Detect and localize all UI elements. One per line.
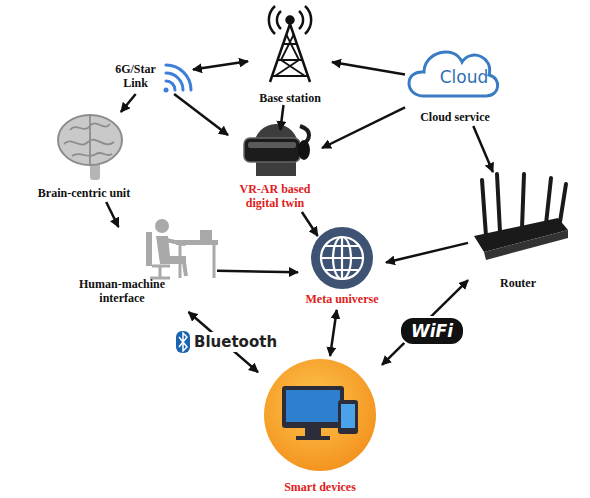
edge-label: WiFi (399, 316, 465, 346)
cloud-shape (409, 52, 498, 96)
desk-top (176, 240, 218, 245)
bluetooth-rune (179, 333, 187, 351)
chair-back (146, 232, 152, 266)
phone-frame (338, 400, 358, 434)
wireless-arc (166, 65, 191, 90)
wireless-arc (166, 81, 175, 90)
tower-legs (270, 24, 310, 82)
arrow-connector (382, 280, 468, 365)
antenna (522, 174, 524, 228)
signal-waves (269, 6, 311, 34)
brain-body (58, 115, 122, 165)
vr-headset-icon (244, 124, 310, 176)
wireless-arc (166, 73, 183, 90)
tower-top (287, 17, 294, 24)
icon-node: Router (468, 172, 568, 290)
desk-monitor (200, 230, 212, 240)
tower-icon (269, 6, 311, 82)
devices-icon (264, 359, 376, 471)
antenna (546, 178, 551, 224)
edge-label: Bluetooth (192, 332, 279, 352)
globe-latitudes (325, 246, 359, 270)
arrow-connector (332, 62, 405, 74)
antenna (497, 174, 500, 232)
phone-screen (341, 404, 355, 428)
node-label: Router (468, 276, 568, 290)
bluetooth-logo (176, 331, 190, 353)
arrow-connector (217, 271, 298, 272)
router-base (484, 230, 568, 260)
antenna (560, 184, 566, 222)
arrow-connector (106, 202, 118, 227)
monitor-foot (296, 436, 330, 440)
person-head (155, 219, 169, 233)
monitor-frame (282, 386, 344, 428)
node-label: Base station (248, 91, 332, 105)
icon-node: Brain-centric unit (25, 112, 143, 202)
node-label: Smart devices (258, 480, 382, 494)
icon-node: CloudCloud service (405, 40, 505, 126)
globe-outline (321, 237, 363, 279)
monitor-screen (286, 390, 340, 422)
node-label: Cloud service (405, 110, 505, 124)
arrow-connector (386, 243, 468, 263)
router-icon (474, 174, 568, 260)
desk-legs (180, 245, 214, 278)
goggles (244, 138, 300, 162)
devices-badge (264, 359, 376, 471)
tower-bracing (273, 34, 307, 76)
wireless-dot (164, 88, 169, 93)
node-label: Human-machine interface (62, 277, 182, 305)
bluetooth-badge (176, 331, 190, 353)
arrow-connector (121, 94, 136, 112)
goggle-highlight (248, 142, 296, 148)
node-label: Meta universe (298, 292, 386, 306)
globe-badge (311, 227, 373, 289)
node-label: 6G/Star Link (108, 62, 163, 90)
earphone (298, 140, 310, 160)
person-leg (184, 262, 186, 276)
arrow-connector (302, 212, 318, 236)
globe-icon (311, 227, 373, 289)
antenna (482, 180, 486, 236)
arrow-connector (322, 107, 405, 148)
icon-node: Human-machine interface (62, 227, 217, 312)
icon-node: 6G/Star Link (108, 58, 193, 94)
icon-node: Base station (248, 5, 332, 105)
arrow-connector (280, 105, 283, 130)
node-label: Brain-centric unit (25, 186, 143, 200)
icon-node: VR-AR based digital twin (228, 130, 322, 212)
arrow-connector (193, 61, 248, 69)
arrow-connector (174, 94, 228, 135)
person-desk-icon (146, 219, 218, 278)
node-label: Cloud (433, 67, 495, 87)
chair-base (150, 266, 170, 278)
brain-icon (58, 115, 122, 180)
arrow-connector (330, 310, 337, 356)
brain-folds (64, 116, 114, 164)
icon-node: Meta universe (298, 236, 386, 310)
icon-node: Smart devices (258, 356, 382, 496)
node-label: VR-AR based digital twin (228, 182, 322, 210)
arrow-connector (473, 126, 493, 172)
wireless-icon (164, 65, 192, 93)
monitor-stand (305, 428, 321, 436)
globe-equator (321, 257, 363, 259)
